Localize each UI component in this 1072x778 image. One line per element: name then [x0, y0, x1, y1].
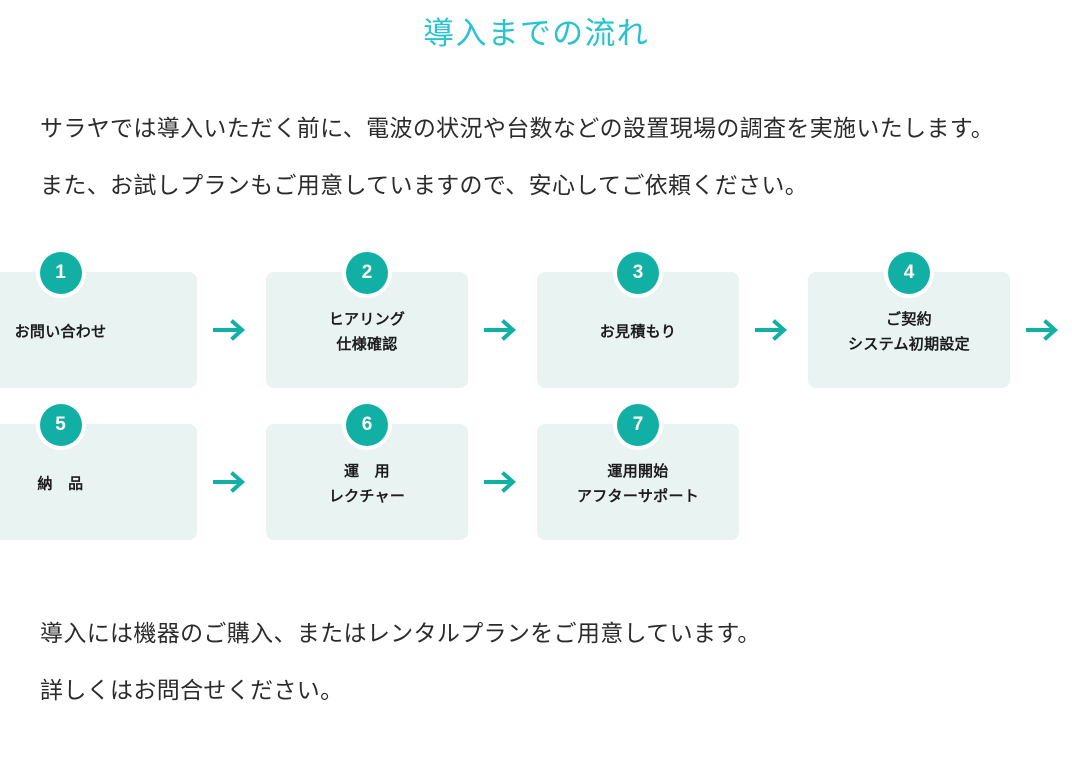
flow-step-label-7-line1: 運用開始 — [607, 463, 669, 480]
flow-step-label-1-line1: お問い合わせ — [14, 323, 107, 341]
flow-step-label-1: お問い合わせ — [0, 316, 197, 345]
flow-step-label-4: ご契約 システム初期設定 — [808, 303, 1010, 357]
flow-row-2: 5 納 品 6 運 用 レクチャー — [0, 400, 1072, 540]
flow-step-label-5-line1: 納 品 — [37, 475, 84, 493]
step-number-badge-4: 4 — [884, 248, 934, 298]
arrow-right-icon-2 — [484, 319, 518, 341]
arrow-right-icon-1 — [213, 319, 247, 341]
arrow-right-icon-6 — [484, 471, 518, 493]
flow-step-2[interactable]: 2 ヒアリング 仕様確認 — [266, 248, 468, 388]
flow-step-4[interactable]: 4 ご契約 システム初期設定 — [808, 248, 1010, 388]
step-number-badge-6: 6 — [342, 400, 392, 450]
flow-step-3[interactable]: 3 お見積もり — [537, 248, 739, 388]
flow-row-1: 1 お問い合わせ 2 ヒアリング 仕様確認 — [0, 248, 1072, 388]
flow-step-1[interactable]: 1 お問い合わせ — [0, 248, 197, 388]
intro-paragraph: サラヤでは導入いただく前に、電波の状況や台数などの設置現場の調査を実施いたします… — [40, 100, 1040, 214]
step-number-badge-7: 7 — [613, 400, 663, 450]
flow-step-label-3: お見積もり — [537, 316, 739, 345]
flow-step-label-7: 運用開始 アフターサポート — [537, 455, 739, 509]
intro-line-2: また、お試しプランもご用意していますので、安心してご依頼ください。 — [40, 172, 809, 198]
flow-step-label-5: 納 品 — [0, 468, 197, 497]
outro-paragraph: 導入には機器のご購入、またはレンタルプランをご用意しています。 詳しくはお問合せ… — [40, 605, 1040, 719]
step-number-1: 1 — [39, 252, 82, 294]
arrow-right-icon-5 — [213, 471, 247, 493]
flow-step-label-6-line2: レクチャー — [328, 488, 406, 505]
step-number-badge-2: 2 — [342, 248, 392, 298]
flow-step-label-2-line2: 仕様確認 — [336, 336, 398, 353]
intro-line-1: サラヤでは導入いただく前に、電波の状況や台数などの設置現場の調査を実施いたします… — [40, 115, 995, 141]
step-number-2: 2 — [346, 252, 388, 294]
step-number-7: 7 — [617, 404, 659, 446]
flow-step-label-6-line1: 運 用 — [344, 463, 390, 480]
step-number-badge-1: 1 — [35, 248, 86, 298]
process-flow-diagram: 1 お問い合わせ 2 ヒアリング 仕様確認 — [0, 248, 1072, 576]
flow-step-6[interactable]: 6 運 用 レクチャー — [266, 400, 468, 540]
step-number-5: 5 — [39, 404, 82, 446]
flow-step-7[interactable]: 7 運用開始 アフターサポート — [537, 400, 739, 540]
step-number-badge-5: 5 — [35, 400, 86, 450]
flow-step-label-2: ヒアリング 仕様確認 — [266, 303, 468, 357]
flow-step-label-4-line1: ご契約 — [886, 311, 932, 328]
flow-step-5[interactable]: 5 納 品 — [0, 400, 197, 540]
outro-line-1: 導入には機器のご購入、またはレンタルプランをご用意しています。 — [40, 620, 761, 646]
flow-step-label-3-line1: お見積もり — [599, 323, 677, 341]
step-number-6: 6 — [346, 404, 388, 446]
flow-step-label-4-line2: システム初期設定 — [848, 336, 970, 353]
page-title: 導入までの流れ — [423, 16, 649, 51]
arrow-right-icon-3 — [755, 319, 789, 341]
step-number-4: 4 — [888, 252, 930, 294]
step-number-3: 3 — [617, 252, 659, 294]
outro-line-2: 詳しくはお問合せください。 — [40, 677, 344, 703]
flow-step-label-7-line2: アフターサポート — [576, 488, 700, 505]
arrow-right-icon-4 — [1026, 319, 1060, 341]
step-number-badge-3: 3 — [613, 248, 663, 298]
flow-step-label-6: 運 用 レクチャー — [266, 455, 468, 509]
flow-step-label-2-line1: ヒアリング — [328, 311, 406, 328]
